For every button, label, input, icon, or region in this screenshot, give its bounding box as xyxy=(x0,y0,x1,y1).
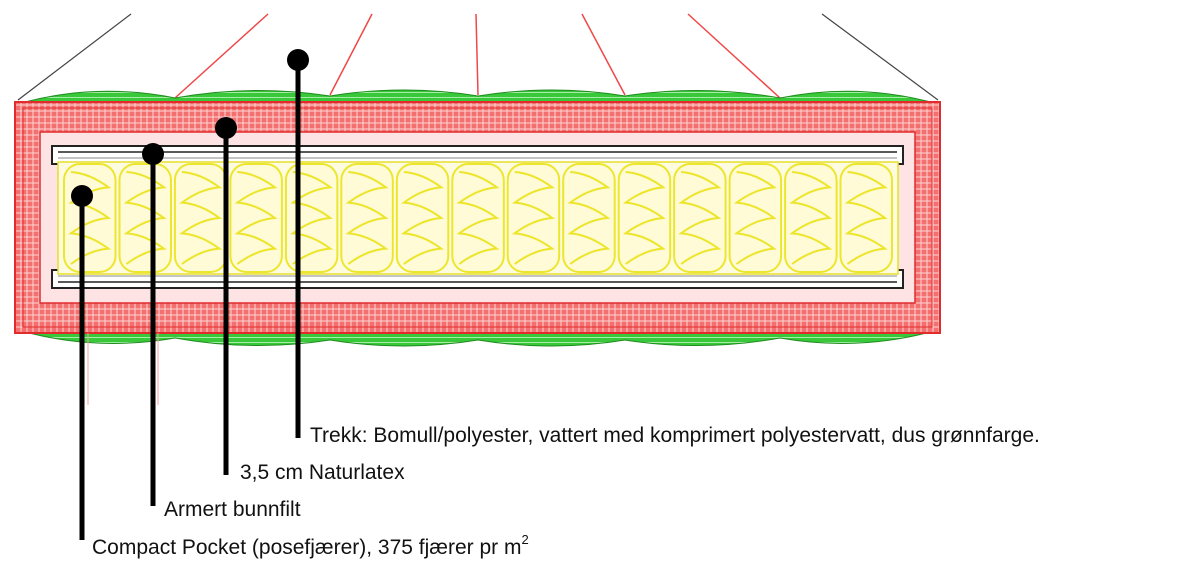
leader-latex xyxy=(215,117,237,475)
top-perspective-lines xyxy=(17,13,939,101)
label-cover-fabric: Trekk: Bomull/polyester, vattert med kom… xyxy=(310,424,1040,447)
label-pocket-springs-text: Compact Pocket (posefjærer), 375 fjærer … xyxy=(92,536,522,559)
leader-springs xyxy=(71,185,93,540)
spring-coil xyxy=(622,171,666,265)
spring-coil xyxy=(789,171,833,265)
spring-coil xyxy=(456,171,500,265)
leader-felt xyxy=(142,143,164,506)
label-natural-latex: 3,5 cm Naturlatex xyxy=(240,461,405,484)
spring-coil xyxy=(511,171,555,265)
label-pocket-springs-superscript: 2 xyxy=(521,532,529,547)
spring-coil xyxy=(733,171,777,265)
spring-coil xyxy=(345,171,389,265)
spring-coil xyxy=(179,171,223,265)
pocket-springs xyxy=(63,163,893,273)
spring-coil xyxy=(68,171,112,265)
label-pocket-springs: Compact Pocket (posefjærer), 375 fjærer … xyxy=(92,533,529,560)
spring-coil xyxy=(123,171,167,265)
cover-outline-inner xyxy=(22,107,933,328)
spring-coil xyxy=(567,171,611,265)
spring-coil xyxy=(844,171,888,265)
top-quilting xyxy=(17,89,939,105)
leader-cover xyxy=(287,49,309,438)
spring-coil xyxy=(290,171,334,265)
label-bottom-felt: Armert bunnfilt xyxy=(164,498,301,521)
spring-coil xyxy=(234,171,278,265)
spring-coil xyxy=(678,171,722,265)
spring-coil xyxy=(401,171,445,265)
